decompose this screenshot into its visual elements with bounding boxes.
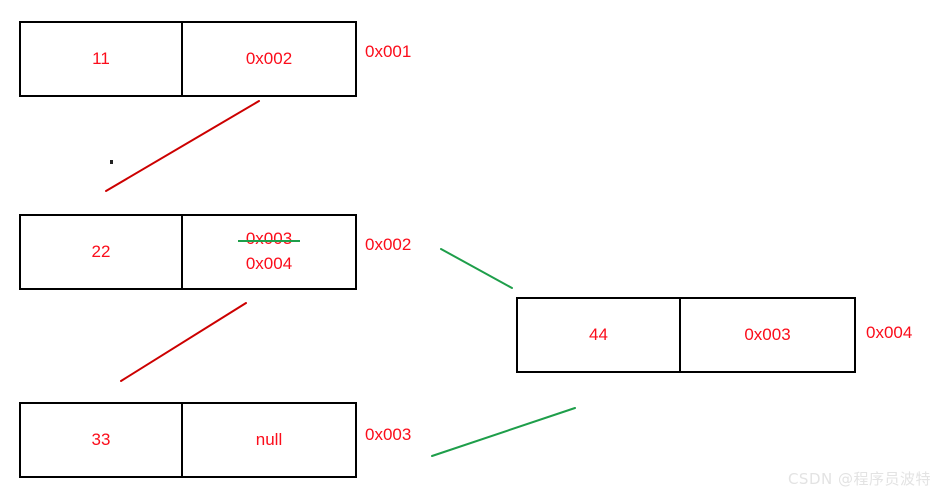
connector-node1-to-node2 bbox=[105, 100, 260, 192]
node-3-next-value: null bbox=[255, 429, 283, 449]
node-2-next-cell: 0x003 0x004 bbox=[183, 216, 355, 288]
list-node-4: 44 0x003 bbox=[516, 297, 856, 373]
node-1-data-value: 11 bbox=[92, 48, 110, 68]
list-node-3: 33 null bbox=[19, 402, 357, 478]
node-4-data-value: 44 bbox=[589, 324, 608, 344]
list-node-1: 11 0x002 bbox=[19, 21, 357, 97]
node-3-data-value: 33 bbox=[91, 429, 111, 449]
connector-node2-to-node4 bbox=[440, 248, 513, 289]
node-2-data-cell: 22 bbox=[21, 216, 183, 288]
node-4-next-cell: 0x003 bbox=[681, 299, 854, 371]
node-1-next-value: 0x002 bbox=[245, 48, 293, 68]
list-node-2: 22 0x003 0x004 bbox=[19, 214, 357, 290]
node-3-data-cell: 33 bbox=[21, 404, 183, 476]
csdn-watermark: CSDN @程序员波特 bbox=[787, 470, 931, 488]
node-2-data-value: 22 bbox=[91, 241, 111, 261]
node-3-address-label: 0x003 bbox=[365, 425, 412, 444]
node-1-data-cell: 11 bbox=[21, 23, 183, 95]
node-2-next-value: 0x004 bbox=[245, 254, 293, 273]
ink-dot-artifact bbox=[110, 160, 113, 164]
node-2-address-label: 0x002 bbox=[365, 235, 412, 254]
node-1-next-cell: 0x002 bbox=[183, 23, 355, 95]
node-4-next-value: 0x003 bbox=[744, 324, 791, 344]
connector-node2-to-node3 bbox=[120, 302, 247, 382]
node-4-address-label: 0x004 bbox=[866, 323, 913, 342]
node-4-data-cell: 44 bbox=[518, 299, 681, 371]
node-3-next-cell: null bbox=[183, 404, 355, 476]
node-1-address-label: 0x001 bbox=[365, 42, 412, 61]
connector-node4-to-node3 bbox=[431, 407, 576, 457]
node-2-next-old-value-struck: 0x003 bbox=[237, 227, 301, 252]
